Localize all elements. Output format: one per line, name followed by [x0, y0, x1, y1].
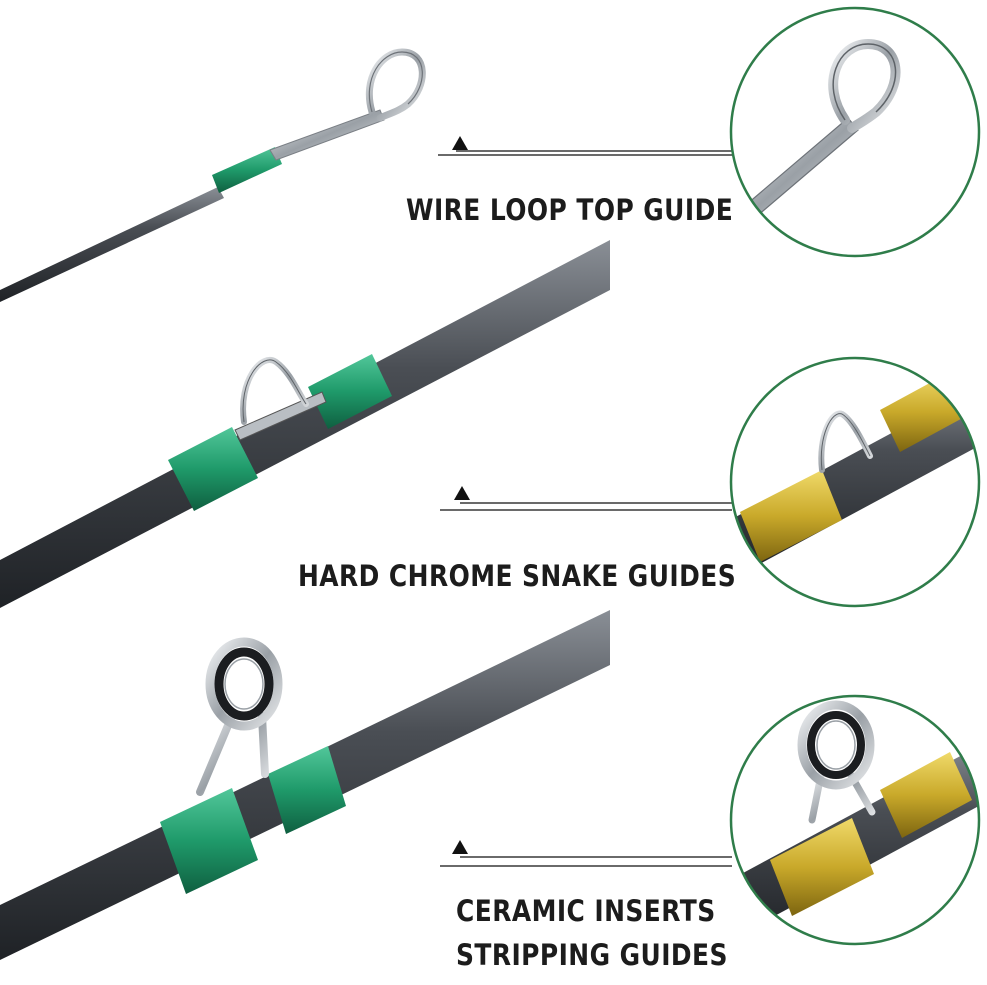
- pointer-line-2: [440, 486, 732, 511]
- label-wire-loop-top-guide: WIRE LOOP TOP GUIDE: [406, 193, 734, 227]
- triangle-pointer-icon: [452, 136, 468, 150]
- detail-circle-snake-guide: [729, 356, 981, 608]
- label-stripping-guides: STRIPPING GUIDES: [456, 938, 728, 972]
- pointer-line-3: [440, 840, 732, 867]
- detail-circle-ceramic-guide: [729, 694, 981, 946]
- detail-circle-wire-loop: [729, 6, 981, 258]
- label-ceramic-inserts: CERAMIC INSERTS: [456, 894, 716, 928]
- rod-middle-section: [0, 240, 610, 608]
- label-hard-chrome-snake-guides: HARD CHROME SNAKE GUIDES: [298, 559, 737, 593]
- triangle-pointer-icon: [452, 840, 468, 854]
- rod-butt-section: [0, 610, 610, 960]
- pointer-line-1: [438, 136, 732, 156]
- triangle-pointer-icon: [454, 486, 470, 500]
- rod-tip-section: [0, 48, 426, 302]
